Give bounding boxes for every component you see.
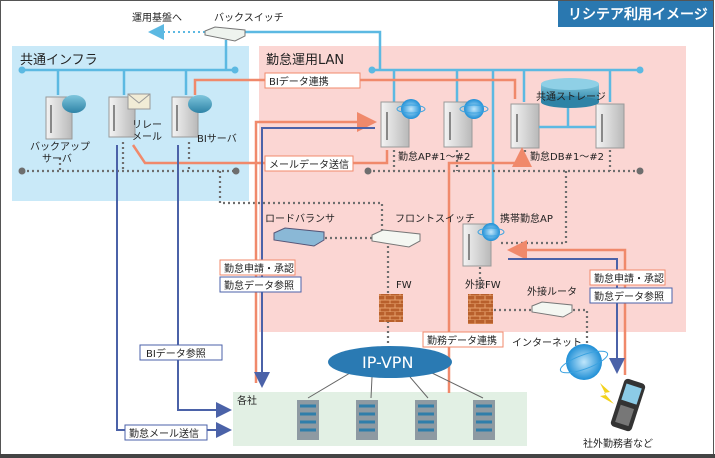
ref-left-line xyxy=(254,127,375,388)
vpn-links xyxy=(307,371,484,399)
backup-server-label: バックアップ xyxy=(30,141,90,153)
ext-fw-label: 外接FW xyxy=(465,278,501,291)
back-switch-label: バックスイッチ xyxy=(214,12,284,24)
db-server-2-icon xyxy=(595,103,625,149)
ext-router-label: 外接ルータ xyxy=(527,285,577,298)
infra-label: 共通インフラ xyxy=(20,53,98,68)
shared-storage-label: 共通ストレージ xyxy=(536,91,606,103)
companies-label: 各社 xyxy=(237,394,257,407)
wireless-icon xyxy=(600,383,614,404)
ipvpn-label: IP-VPN xyxy=(362,353,413,372)
front-links xyxy=(325,236,390,345)
relay-mail-server-icon xyxy=(108,93,151,138)
mobile-ap-label: 携帯勤怠AP xyxy=(500,212,553,225)
load-balancer-label: ロードバランサ xyxy=(265,213,335,225)
backup-server-icon xyxy=(45,95,86,140)
title-box xyxy=(558,1,713,27)
ext-links xyxy=(478,267,589,350)
page-title: リシテア利用イメージ xyxy=(568,6,708,23)
shared-storage-icon xyxy=(541,78,599,108)
mobile-phone-icon xyxy=(610,378,646,432)
ref-right-label: 勤怠データ参照 xyxy=(594,290,664,303)
building-icon xyxy=(297,400,319,440)
ap-server-1-icon xyxy=(380,99,426,148)
mail-notify-label: 勤怠メール送信 xyxy=(129,427,199,440)
backup-server-label-2: サーバ xyxy=(42,153,72,165)
load-balancer-icon xyxy=(273,227,325,247)
work-link-label: 勤務データ連携 xyxy=(427,334,497,347)
ext-router-icon xyxy=(531,301,573,318)
mail-send-label: メールデータ送信 xyxy=(269,158,349,171)
mgmt-drops xyxy=(58,142,612,171)
bi-ref-line xyxy=(177,145,232,418)
building-icon xyxy=(356,400,378,440)
storage-link xyxy=(539,105,596,129)
mobile-ap-server-icon xyxy=(462,223,505,267)
internet-globe-icon xyxy=(559,344,609,380)
remote-worker-label: 社外勤務者など xyxy=(583,437,653,450)
ap-server-2-icon xyxy=(443,99,489,148)
bottom-bar xyxy=(0,454,715,458)
front-switch-icon xyxy=(371,229,421,248)
infra-mgmt-bus xyxy=(22,169,384,232)
ops-base-label: 運用基盤へ xyxy=(132,11,182,24)
work-link-line xyxy=(447,147,532,393)
front-switch-label: フロントスイッチ xyxy=(395,213,475,225)
apply-right-line xyxy=(507,240,627,375)
ref-right-line xyxy=(508,258,625,374)
ipvpn-cloud xyxy=(328,346,452,378)
lan-label: 勤怠運用LAN xyxy=(266,52,344,68)
internet-label: インターネット xyxy=(512,337,582,349)
fw-label: FW xyxy=(396,280,412,291)
bi-link-label: BIデータ連携 xyxy=(269,75,329,88)
building-icon xyxy=(415,400,437,440)
fw-icon xyxy=(379,294,403,322)
db-label: 勤怠DB#1～#2 xyxy=(530,150,604,163)
relay-mail-label-2: メール xyxy=(132,132,162,143)
company-buildings xyxy=(297,400,495,440)
db-server-1-icon xyxy=(510,103,540,149)
building-icon xyxy=(473,400,495,440)
ext-fw-icon xyxy=(468,294,493,324)
bi-server-icon xyxy=(171,95,212,138)
bus-drops xyxy=(56,70,612,232)
ap-label: 勤怠AP#1～#2 xyxy=(398,150,470,163)
apply-right-label: 勤怠申請・承認 xyxy=(594,272,664,285)
relay-mail-label: リレー xyxy=(132,120,162,131)
back-switch-uplink xyxy=(245,30,382,70)
bi-ref-label: BIデータ参照 xyxy=(146,347,206,360)
apply-left-label: 勤怠申請・承認 xyxy=(224,262,294,275)
back-switch-icon xyxy=(204,26,246,42)
ref-left-label: 勤怠データ参照 xyxy=(224,279,294,292)
bi-server-label: BIサーバ xyxy=(197,133,237,145)
apply-left-line xyxy=(254,112,377,383)
